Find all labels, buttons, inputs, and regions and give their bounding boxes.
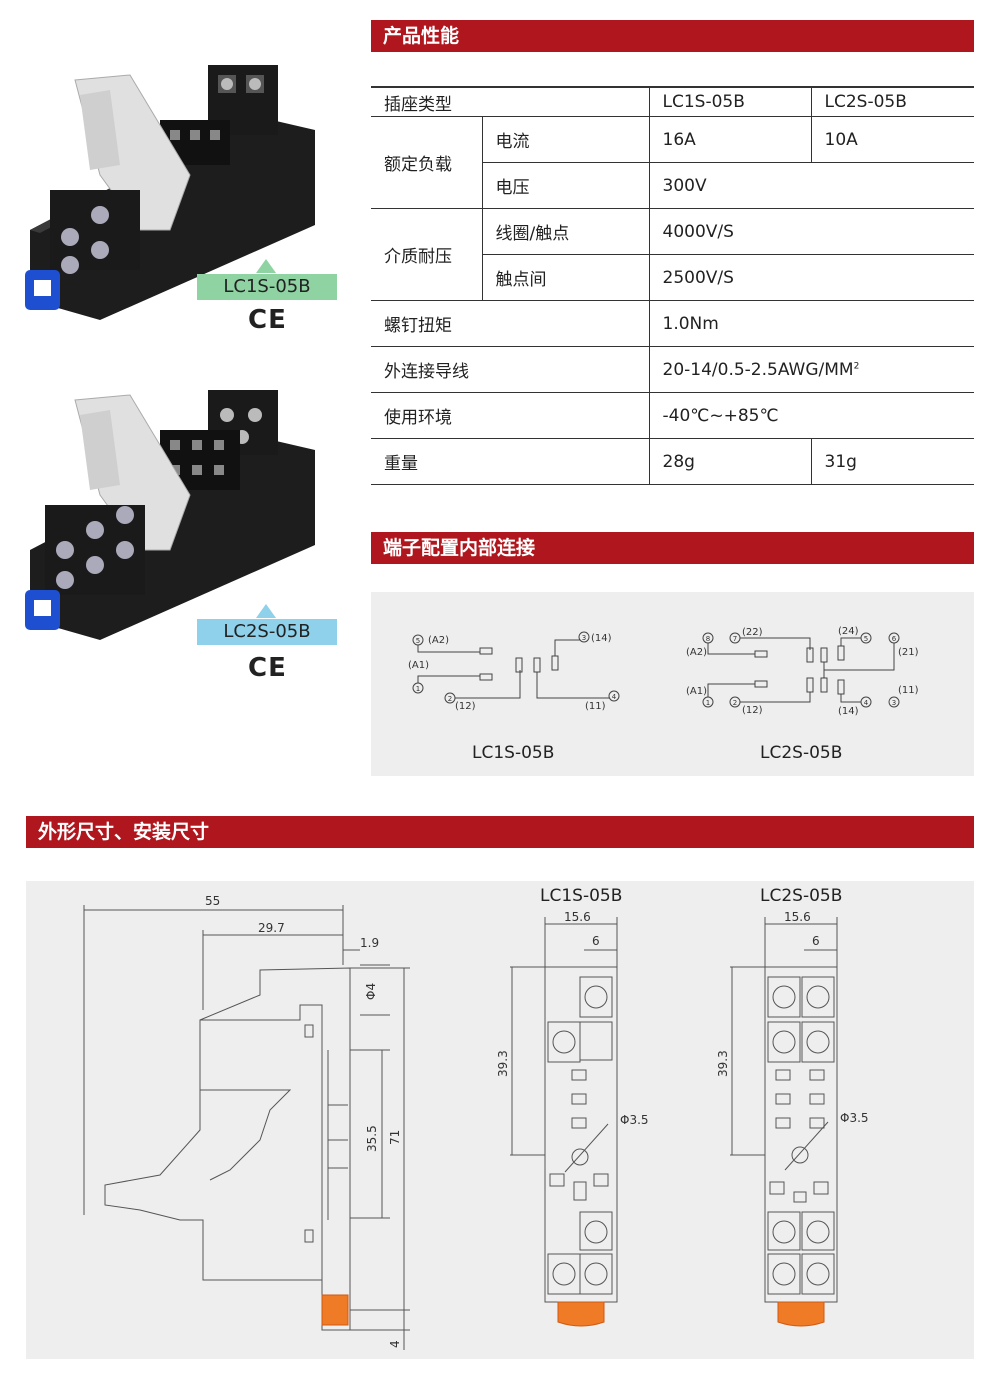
label-14: (14)	[838, 706, 859, 717]
dim-hole: Φ3.5	[840, 1111, 869, 1125]
spec-coil-contact-value: 4000V/S	[648, 208, 974, 255]
pin-4: 4	[864, 699, 869, 707]
spec-wire-value-cell: 20-14/0.5-2.5AWG/MM2	[648, 346, 974, 393]
wiring-diagram-lc1s: 5 (A2) (A1) 1 2 (12) 3 (14) 4 (11)	[408, 631, 620, 712]
pin-1: 1	[706, 699, 710, 707]
front-view-title-lc2s: LC2S-05B	[760, 886, 843, 906]
wiring-caption-lc2s: LC2S-05B	[760, 743, 843, 763]
spec-voltage-value: 300V	[648, 162, 974, 209]
dim-width: 15.6	[564, 912, 591, 924]
spec-table: 插座类型 LC1S-05B LC2S-05B 额定负载 电流 16A 10A 电…	[371, 86, 974, 485]
pin-3: 3	[582, 634, 586, 642]
spec-env-value: -40℃~+85℃	[648, 392, 974, 439]
product-label-lc2s: LC2S-05B	[197, 619, 337, 645]
pin-2: 2	[733, 699, 737, 707]
spec-row-current: 额定负载 电流 16A 10A	[371, 116, 974, 209]
dimensions-panel	[26, 881, 974, 1359]
label-21: (21)	[898, 647, 919, 658]
label-12: (12)	[455, 701, 476, 712]
label-a2: (A2)	[428, 635, 449, 646]
spec-current-lc1s: 16A	[648, 116, 811, 163]
spec-coil-contact-label: 线圈/触点	[481, 208, 649, 255]
pin-3: 3	[892, 699, 896, 707]
spec-header-label: 插座类型	[371, 86, 649, 117]
spec-current-lc2s: 10A	[810, 116, 974, 163]
label-12: (12)	[742, 705, 763, 716]
pin-5: 5	[864, 635, 868, 643]
spec-wire-label: 外连接导线	[371, 346, 649, 393]
dim-hole: Φ3.5	[620, 1113, 649, 1127]
spec-row-weight: 重量 28g 31g	[371, 438, 974, 485]
spec-row-voltage: 电压 300V	[371, 162, 974, 209]
front-view-drawing-lc1s: 15.6 6 39.3 Φ3.5	[496, 912, 649, 1327]
spec-row-wire: 外连接导线 20-14/0.5-2.5AWG/MM2	[371, 346, 974, 393]
label-pointer-lc2s	[256, 604, 276, 618]
relay-socket-image-lc1s	[25, 65, 315, 320]
label-a1: (A1)	[686, 686, 707, 697]
side-view-drawing: 55 29.7 1.9 Φ4 35.5 71 4	[83, 894, 410, 1350]
section-title-dimensions: 外形尺寸、安装尺寸	[26, 816, 974, 848]
ce-mark-lc2s: CE	[248, 653, 287, 683]
spec-voltage-label: 电压	[481, 162, 649, 209]
front-view-drawing-lc2s: 15.6 6 39.3 Φ3.5	[716, 912, 869, 1327]
label-11: (11)	[898, 685, 919, 696]
label-a1: (A1)	[408, 660, 429, 671]
pin-7: 7	[733, 635, 737, 643]
spec-current-label: 电流	[481, 116, 649, 163]
product-label-lc1s: LC1S-05B	[197, 274, 337, 300]
dim-width: 15.6	[784, 912, 811, 924]
pin-2: 2	[448, 695, 452, 703]
spec-row-coil-contact: 介质耐压 线圈/触点 4000V/S	[371, 208, 974, 301]
dim-height: 39.3	[716, 1050, 730, 1077]
label-22: (22)	[742, 627, 763, 638]
label-14: (14)	[591, 633, 612, 644]
dim-29-7: 29.7	[258, 921, 285, 935]
spec-rated-load-label: 额定负载	[371, 116, 482, 209]
label-pointer-lc1s	[256, 259, 276, 273]
front-view-title-lc1s: LC1S-05B	[540, 886, 623, 906]
spec-header-row: 插座类型 LC1S-05B LC2S-05B	[371, 86, 974, 117]
relay-socket-image-lc2s	[25, 390, 315, 640]
label-24: (24)	[838, 626, 859, 637]
dim-pitch: 6	[592, 934, 600, 948]
spec-torque-label: 螺钉扭矩	[371, 300, 649, 347]
dim-height: 39.3	[496, 1050, 510, 1077]
spec-row-torque: 螺钉扭矩 1.0Nm	[371, 300, 974, 347]
spec-header-lc1s: LC1S-05B	[648, 86, 811, 117]
spec-weight-lc1s: 28g	[648, 438, 811, 485]
pin-8: 8	[706, 635, 710, 643]
spec-row-env: 使用环境 -40℃~+85℃	[371, 392, 974, 439]
spec-header-lc2s: LC2S-05B	[810, 86, 974, 117]
pin-5: 5	[416, 637, 420, 645]
spec-wire-sup: 2	[853, 360, 860, 371]
spec-weight-lc2s: 31g	[810, 438, 974, 485]
spec-row-contact-contact: 触点间 2500V/S	[371, 254, 974, 301]
dim-1-9: 1.9	[360, 936, 379, 950]
pin-4: 4	[612, 693, 617, 701]
spec-dielectric-label: 介质耐压	[371, 208, 482, 301]
spec-env-label: 使用环境	[371, 392, 649, 439]
spec-weight-label: 重量	[371, 438, 649, 485]
dim-35-5: 35.5	[365, 1125, 379, 1152]
dim-55: 55	[205, 894, 220, 908]
spec-torque-value: 1.0Nm	[648, 300, 974, 347]
dim-pitch: 6	[812, 934, 820, 948]
dim-4: 4	[388, 1340, 402, 1348]
spec-wire-value: 20-14/0.5-2.5AWG/MM	[662, 359, 854, 380]
ce-mark-lc1s: CE	[248, 305, 287, 335]
wiring-caption-lc1s: LC1S-05B	[472, 743, 555, 763]
section-title-performance: 产品性能	[371, 20, 974, 52]
pin-6: 6	[892, 635, 897, 643]
wiring-diagram-lc2s: 8 (A2) 7 (22) (24) 5 6 (21) (A1) 1 2 (12…	[686, 626, 919, 717]
spec-contact-contact-value: 2500V/S	[648, 254, 974, 301]
dim-phi4: Φ4	[364, 983, 378, 1000]
spec-contact-contact-label: 触点间	[481, 254, 649, 301]
wiring-panel	[371, 592, 974, 776]
section-title-wiring: 端子配置内部连接	[371, 532, 974, 564]
label-11: (11)	[585, 701, 606, 712]
pin-1: 1	[416, 685, 420, 693]
label-a2: (A2)	[686, 647, 707, 658]
dim-71: 71	[388, 1130, 402, 1145]
